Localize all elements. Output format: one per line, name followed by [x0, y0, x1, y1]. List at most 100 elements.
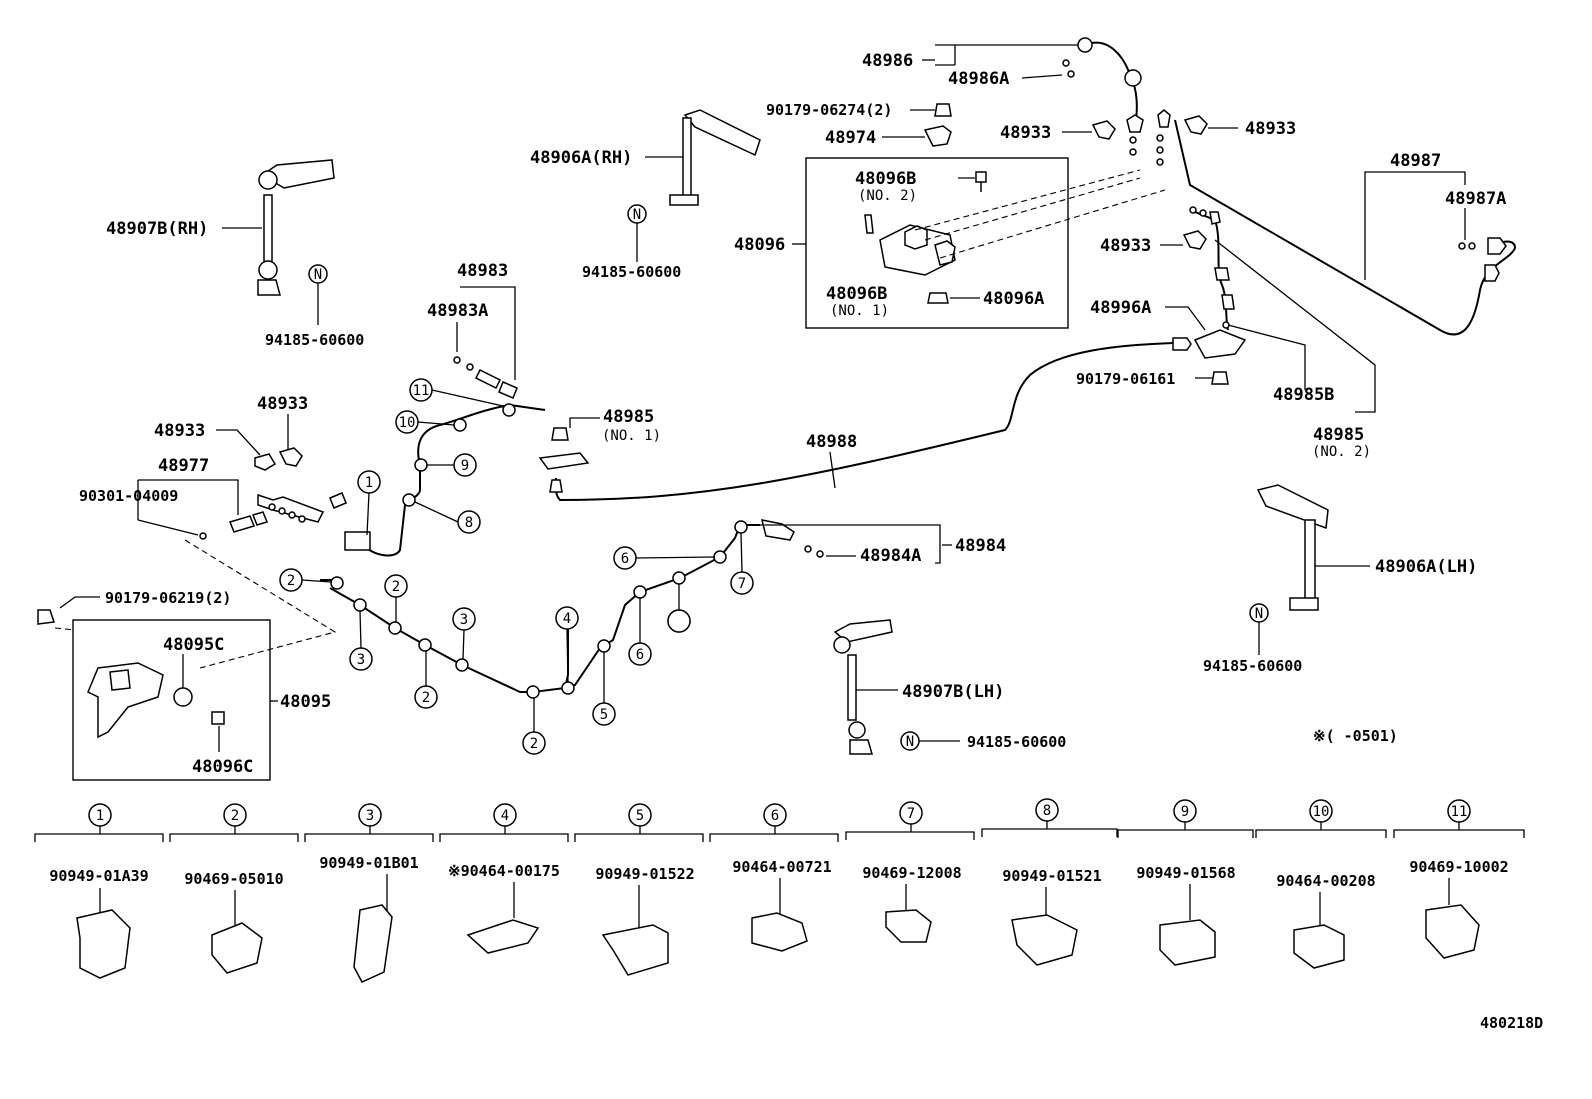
- svg-text:11: 11: [1451, 804, 1468, 820]
- label-48907B-lh: 48907B(LH): [902, 682, 1004, 702]
- svg-text:2: 2: [422, 690, 430, 706]
- label-48096B-no1: 48096B: [826, 284, 887, 304]
- clip-5: 5 90949-01522: [574, 803, 704, 976]
- label-48985-no1-sub: (NO. 1): [602, 428, 661, 444]
- label-94185-c: 94185-60600: [1203, 657, 1302, 675]
- svg-text:1: 1: [365, 475, 373, 491]
- group-box-48095: [72, 619, 271, 781]
- clip-icon: [1183, 115, 1208, 135]
- n-symbol: N: [314, 267, 322, 283]
- n-symbol: N: [633, 207, 641, 223]
- n-symbol: N: [1255, 606, 1263, 622]
- clip-shape: [1293, 924, 1345, 969]
- note-range: ※( -0501): [1313, 727, 1398, 745]
- sensor-assembly-48096: [864, 214, 956, 276]
- sensor-48095: [87, 662, 225, 739]
- svg-text:11: 11: [413, 383, 430, 399]
- svg-text:8: 8: [465, 515, 473, 531]
- label-48986A: 48986A: [948, 69, 1009, 89]
- grommet-icon: [927, 292, 949, 304]
- label-48095: 48095: [280, 692, 331, 712]
- svg-text:5: 5: [600, 707, 608, 723]
- label-48933-top1: 48933: [1000, 123, 1051, 143]
- label-48985-no1: 48985: [603, 407, 654, 427]
- clip-row: 1 90949-01A39 2 90469-05010 3 90949-01B0…: [34, 798, 1525, 983]
- clip-9: 9 90949-01568: [1117, 799, 1254, 966]
- clip-11: 11 90469-10002: [1393, 799, 1525, 959]
- svg-text:※90464-00175: ※90464-00175: [448, 862, 560, 880]
- label-48987A: 48987A: [1445, 189, 1506, 209]
- svg-text:3: 3: [366, 808, 374, 824]
- clip-shape: [1425, 904, 1480, 959]
- label-48933-left2: 48933: [154, 421, 205, 441]
- label-48974: 48974: [825, 128, 876, 148]
- svg-text:90949-01568: 90949-01568: [1136, 864, 1235, 882]
- svg-text:90469-12008: 90469-12008: [862, 864, 961, 882]
- label-90301: 90301-04009: [79, 487, 178, 505]
- svg-text:90464-00208: 90464-00208: [1276, 872, 1375, 890]
- svg-text:6: 6: [636, 647, 644, 663]
- label-48988: 48988: [806, 432, 857, 452]
- clip-shape: [1159, 919, 1216, 966]
- svg-text:8: 8: [1043, 803, 1051, 819]
- label-48096B-no2: 48096B: [855, 169, 916, 189]
- bracket-48996A: [1193, 329, 1247, 359]
- svg-text:2: 2: [231, 808, 239, 824]
- label-48906A-rh: 48906A(RH): [530, 148, 632, 168]
- svg-text:90469-10002: 90469-10002: [1409, 858, 1508, 876]
- label-48096A: 48096A: [983, 289, 1044, 309]
- clip-shape: [1011, 914, 1078, 966]
- svg-text:3: 3: [460, 612, 468, 628]
- group-box-48096: [805, 157, 1069, 329]
- label-48906A-lh: 48906A(LH): [1375, 557, 1477, 577]
- nut-icon: [934, 103, 952, 117]
- label-94185-b: 94185-60600: [582, 263, 681, 281]
- svg-text:2: 2: [530, 736, 538, 752]
- clip-1: 1 90949-01A39: [34, 803, 164, 979]
- label-48933-left1: 48933: [257, 394, 308, 414]
- svg-text:1: 1: [96, 808, 104, 824]
- harness-48977: [257, 493, 325, 523]
- label-48983A: 48983A: [427, 301, 488, 321]
- clip-points: [330, 403, 748, 699]
- label-48907B-rh: 48907B(RH): [106, 219, 208, 239]
- svg-text:90464-00721: 90464-00721: [732, 858, 831, 876]
- link-48906A-lh: [1256, 484, 1329, 611]
- label-48096: 48096: [734, 235, 785, 255]
- svg-text:5: 5: [636, 808, 644, 824]
- svg-text:4: 4: [501, 808, 509, 824]
- connector-48985: [538, 452, 590, 470]
- label-48987: 48987: [1390, 151, 1441, 171]
- clip-shape: [211, 922, 263, 974]
- clip-10: 10 90464-00208: [1255, 799, 1387, 969]
- label-90179-06219: 90179-06219(2): [105, 589, 231, 607]
- label-48096C: 48096C: [192, 757, 253, 777]
- callouts: 1 2 2 2 2 2 3 3 4 5 6 6 7 8 9 10 11: [279, 378, 754, 755]
- clip-8: 8 90949-01521: [981, 798, 1118, 966]
- svg-text:10: 10: [1313, 804, 1330, 820]
- label-48096B-no1-sub: (NO. 1): [830, 303, 889, 319]
- link-48907B-lh: [833, 619, 893, 755]
- clip-shape: [466, 919, 540, 954]
- label-48933-right: 48933: [1100, 236, 1151, 256]
- clip-6: 6 90464-00721: [709, 803, 839, 952]
- svg-text:9: 9: [461, 458, 469, 474]
- label-90179-06274: 90179-06274(2): [766, 101, 892, 119]
- label-48996A: 48996A: [1090, 298, 1151, 318]
- clip-shape: [76, 909, 131, 979]
- label-48984A: 48984A: [860, 546, 921, 566]
- svg-text:90469-05010: 90469-05010: [184, 870, 283, 888]
- label-48095C: 48095C: [163, 635, 224, 655]
- svg-text:2: 2: [287, 573, 295, 589]
- label-94185-d: 94185-60600: [967, 733, 1066, 751]
- clip-shape: [601, 924, 669, 976]
- svg-text:7: 7: [738, 576, 746, 592]
- clip-shape: [751, 912, 808, 952]
- label-48984: 48984: [955, 536, 1006, 556]
- svg-text:9: 9: [1181, 804, 1189, 820]
- svg-text:90949-01A39: 90949-01A39: [49, 867, 148, 885]
- harness-48986: [935, 37, 1171, 166]
- label-48986: 48986: [862, 51, 913, 71]
- label-94185-a: 94185-60600: [265, 331, 364, 349]
- clamp-icon: [923, 125, 952, 147]
